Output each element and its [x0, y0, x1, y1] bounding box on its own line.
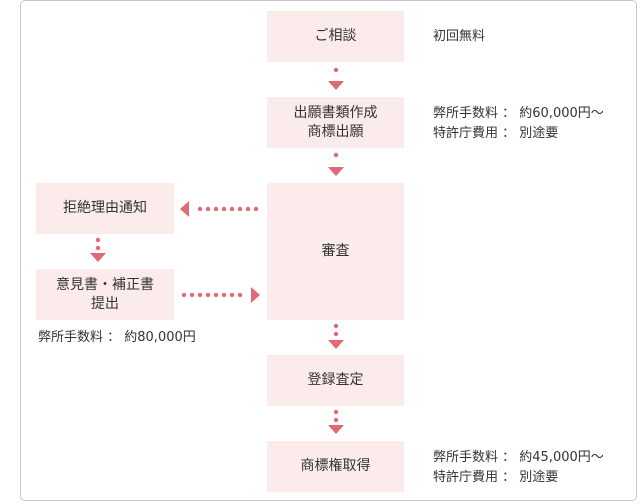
- arrow-registration-to-acquired: [328, 425, 344, 434]
- arrow-examination-to-rejection: [180, 201, 189, 217]
- note-consultation-text: 初回無料: [433, 29, 486, 44]
- step-opinion-submission: 意見書・補正書 提出: [36, 269, 174, 320]
- step-rejection-notice: 拒絶理由通知: [36, 183, 174, 234]
- step-consultation: ご相談: [267, 11, 404, 62]
- step-application-line1: 出願書類作成: [293, 104, 378, 121]
- step-application: 出願書類作成 商標出願: [267, 97, 404, 148]
- arrow-rejection-to-opinion: [90, 253, 106, 262]
- note-application-fees: 弊所手数料 ： 約60,000円～ 特許庁費用 ： 別途要: [433, 104, 604, 144]
- note-trademark-fees: 弊所手数料 ： 約45,000円～ 特許庁費用 ： 別途要: [433, 448, 604, 488]
- step-application-line2: 商標出願: [307, 123, 364, 140]
- note-opinion-fee: 弊所手数料 ： 約80,000円: [38, 328, 196, 348]
- note-application-fee: 弊所手数料 ： 約60,000円～: [433, 106, 604, 121]
- step-examination-label: 審査: [321, 243, 350, 259]
- note-opinion-fee-text: 弊所手数料 ： 約80,000円: [38, 330, 196, 345]
- note-trademark-office-fee: 特許庁費用 ： 別途要: [433, 470, 559, 485]
- step-trademark-acquired-label: 商標権取得: [300, 458, 371, 474]
- step-examination: 審査: [267, 183, 404, 320]
- step-registration-decision: 登録査定: [267, 355, 404, 406]
- note-trademark-fee: 弊所手数料 ： 約45,000円～: [433, 450, 604, 465]
- arrow-application-to-examination: [328, 167, 344, 176]
- step-registration-decision-label: 登録査定: [307, 372, 364, 388]
- step-opinion-line2: 提出: [91, 295, 119, 312]
- note-application-office-fee: 特許庁費用 ： 別途要: [433, 126, 559, 141]
- arrow-opinion-to-examination: [251, 287, 260, 303]
- arrow-examination-to-registration: [328, 340, 344, 349]
- step-trademark-acquired: 商標権取得: [267, 441, 404, 492]
- step-consultation-label: ご相談: [314, 28, 357, 44]
- arrow-consult-to-application: [328, 81, 344, 90]
- note-consultation: 初回無料: [433, 27, 485, 47]
- step-opinion-line1: 意見書・補正書: [56, 276, 154, 293]
- step-rejection-notice-label: 拒絶理由通知: [63, 200, 147, 216]
